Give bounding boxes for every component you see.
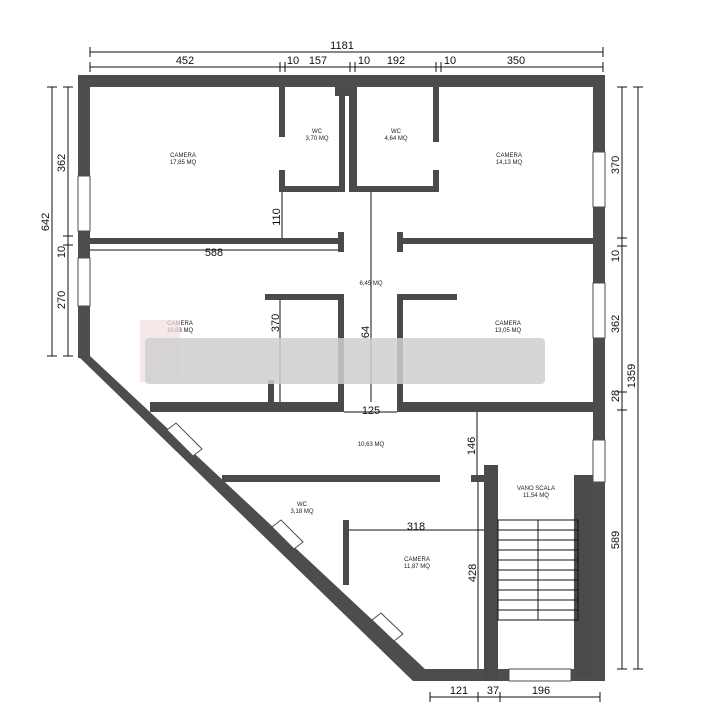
- room-name: CAMERA: [495, 321, 521, 327]
- room-area: 13,05 MQ: [495, 328, 522, 334]
- dim-left-10: 10: [56, 246, 68, 258]
- top-dimension-labels: 1181 452 10 157 10 192 10 350: [176, 40, 525, 67]
- dim-right-total: 1359: [626, 364, 638, 388]
- dim-588: 588: [205, 247, 223, 259]
- room-name: CAMERA: [170, 153, 196, 159]
- dim-right-362: 362: [610, 315, 622, 333]
- top-dimension: [89, 47, 604, 72]
- room-area: 17,85 MQ: [170, 160, 197, 166]
- dim-top-452: 452: [176, 55, 194, 67]
- dim-right-10: 10: [610, 250, 622, 262]
- dim-left-362: 362: [56, 154, 68, 172]
- dim-370: 370: [270, 314, 282, 332]
- dim-110: 110: [271, 208, 283, 226]
- windows: [77, 151, 606, 682]
- room-name: VANO SCALA: [517, 486, 555, 492]
- bottom-dimension: [429, 692, 601, 702]
- dim-bottom-121: 121: [450, 685, 468, 697]
- dim-top-total: 1181: [330, 40, 354, 52]
- dim-top-10a: 10: [287, 55, 299, 67]
- dim-bottom-37: 37: [487, 685, 499, 697]
- room-name: WC: [312, 129, 323, 135]
- room-area: 10,63 MQ: [358, 442, 385, 448]
- dim-top-157: 157: [309, 55, 327, 67]
- dim-top-192: 192: [387, 55, 405, 67]
- room-area: 6,45 MQ: [359, 281, 382, 287]
- dim-146: 146: [466, 437, 478, 455]
- room-area: 14,13 MQ: [496, 160, 523, 166]
- right-dimension: [617, 86, 643, 670]
- room-area: 11,87 MQ: [404, 564, 430, 570]
- room-name: WC: [297, 502, 308, 508]
- dim-top-10b: 10: [358, 55, 370, 67]
- room-area: 4,64 MQ: [384, 136, 407, 142]
- inner-dimension-lines: [90, 192, 484, 669]
- dim-top-10c: 10: [444, 55, 456, 67]
- dim-125: 125: [362, 405, 380, 417]
- left-dimension: [47, 86, 73, 357]
- dim-bottom-196: 196: [532, 685, 550, 697]
- right-dimension-labels: 370 10 362 28 589 1359: [610, 156, 638, 549]
- dim-318: 318: [407, 521, 425, 533]
- dim-left-270: 270: [56, 291, 68, 309]
- room-area: 3,18 MQ: [290, 509, 313, 515]
- stair-steps: [497, 519, 579, 621]
- dim-428: 428: [467, 564, 479, 582]
- left-dimension-labels: 642 362 10 270: [40, 154, 68, 309]
- bottom-dimension-labels: 121 37 196: [450, 685, 550, 697]
- room-area: 3,70 MQ: [305, 136, 328, 142]
- room-name: CAMERA: [496, 153, 522, 159]
- room-name: CAMERA: [404, 557, 430, 563]
- inner-dimension-labels: 110 588 370 64 125 146 318 428: [205, 208, 479, 582]
- watermark: [140, 320, 545, 384]
- room-name: WC: [391, 129, 402, 135]
- dim-right-589: 589: [610, 531, 622, 549]
- dim-right-28: 28: [610, 390, 622, 402]
- dim-64: 64: [360, 326, 372, 338]
- dim-right-370: 370: [610, 156, 622, 174]
- room-area: 16,83 MQ: [167, 328, 194, 334]
- dim-top-350: 350: [507, 55, 525, 67]
- dim-left-total: 642: [40, 213, 52, 231]
- room-area: 11,54 MQ: [523, 493, 549, 499]
